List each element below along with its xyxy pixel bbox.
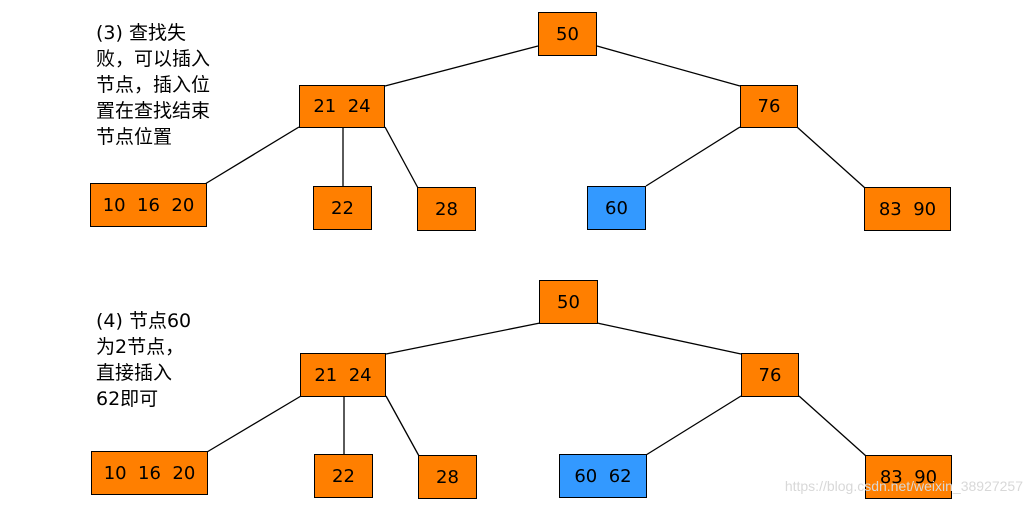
edge-t2-right-rr xyxy=(798,395,867,457)
t1-node-ll: 10 16 20 xyxy=(90,183,207,227)
edge-t1-root-left xyxy=(384,45,539,87)
caption-step4: (4) 节点60 为2节点， 直接插入 62即可 xyxy=(96,310,192,410)
edge-t1-right-rr xyxy=(796,126,866,189)
edge-t1-root-right xyxy=(596,45,741,87)
t1-node-lr: 28 xyxy=(417,187,476,231)
t2-node-lr: 28 xyxy=(418,455,477,499)
edge-t2-left-lr xyxy=(385,395,420,457)
edge-t1-right-rl xyxy=(645,126,741,187)
t1-node-rr: 83 90 xyxy=(864,187,951,231)
t2-node-rr: 83 90 xyxy=(865,455,952,499)
t2-node-lm: 22 xyxy=(314,454,373,498)
edge-t1-left-ll xyxy=(204,126,300,185)
edge-t2-right-rl xyxy=(645,395,742,456)
t2-node-right: 76 xyxy=(741,353,799,397)
t2-node-ll: 10 16 20 xyxy=(91,451,208,495)
edge-t2-root-right xyxy=(596,322,742,355)
caption-step3: (3) 查找失 败，可以插入 节点，插入位 置在查找结束 节点位置 xyxy=(96,22,211,148)
t1-node-left: 21 24 xyxy=(299,85,385,128)
t1-node-root: 50 xyxy=(538,12,597,56)
t2-node-left: 21 24 xyxy=(300,353,386,397)
t2-node-root: 50 xyxy=(539,280,598,324)
t1-node-right: 76 xyxy=(740,85,798,128)
t1-node-rl: 60 xyxy=(587,186,646,230)
t2-node-rl: 60 62 xyxy=(559,454,647,498)
watermark-text: https://blog.csdn.net/weixin_38927257 xyxy=(784,478,1023,494)
edge-t2-root-left xyxy=(385,322,541,355)
edge-t2-left-ll xyxy=(206,395,302,453)
edge-t1-left-lr xyxy=(384,126,419,189)
t1-node-lm: 22 xyxy=(313,186,372,230)
